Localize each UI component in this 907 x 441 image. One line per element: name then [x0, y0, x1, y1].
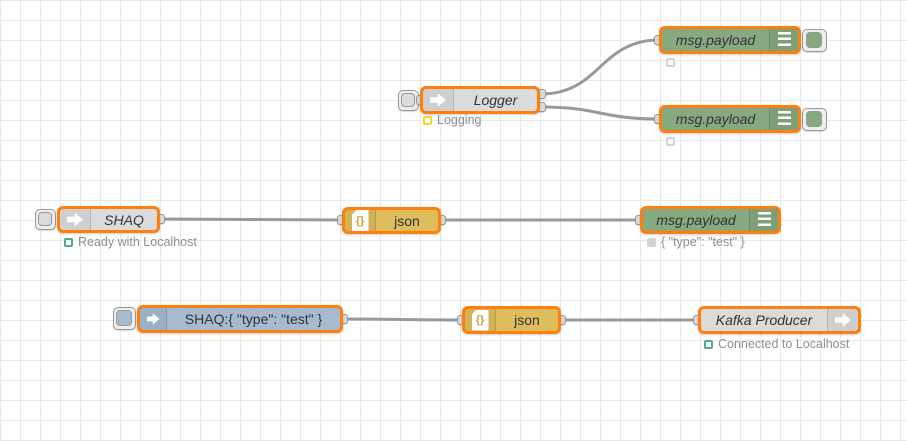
- status-gray-ring-icon: [666, 58, 675, 67]
- shaq-inject-button[interactable]: [35, 209, 56, 230]
- wire-inject-json2[interactable]: [341, 317, 464, 322]
- debug-list-icon: [757, 211, 771, 229]
- node-label: Logger: [473, 92, 518, 108]
- status-text: Ready with Localhost: [78, 235, 197, 249]
- inject-button-face: [116, 310, 132, 326]
- shaq-icon-region: [60, 209, 91, 230]
- logger-status: Logging: [423, 113, 482, 127]
- node-label: json: [394, 212, 420, 229]
- debug1-toggle-face: [806, 32, 822, 48]
- kafka-icon-region: [827, 309, 858, 331]
- debug1-toggle-button[interactable]: [802, 29, 827, 52]
- debug3-status: { "type": "test" }: [647, 235, 745, 249]
- node-shaq[interactable]: SHAQ: [57, 206, 160, 233]
- shaq-inject-button-face: [38, 212, 52, 226]
- logger-inject-button[interactable]: [398, 90, 419, 111]
- status-gray-ring-icon: [666, 137, 675, 146]
- logger-inject-button-face: [401, 93, 415, 107]
- node-debug-payload-3[interactable]: msg.payload: [640, 206, 781, 234]
- node-label: msg.payload: [675, 32, 756, 48]
- status-green-ring-icon: [64, 237, 73, 247]
- arrow-out-icon: [835, 313, 851, 327]
- inject-icon-region: [140, 308, 167, 330]
- node-kafka-producer[interactable]: Kafka Producer: [698, 306, 861, 334]
- shaq-status: Ready with Localhost: [64, 235, 197, 249]
- debug3-icon-region: [749, 209, 778, 231]
- arrow-in-icon: [67, 212, 83, 227]
- node-label: Kafka Producer: [715, 312, 813, 328]
- node-inject-shaq[interactable]: SHAQ:{ "type": "test" }: [137, 305, 343, 333]
- node-logger[interactable]: Logger: [420, 86, 540, 114]
- debug2-status: [666, 137, 675, 146]
- node-debug-payload-1[interactable]: msg.payload: [659, 26, 801, 54]
- kafka-status: Connected to Localhost: [704, 337, 849, 351]
- node-json-1[interactable]: {} json: [342, 207, 441, 234]
- json-file-icon: {}: [351, 210, 369, 231]
- node-label: msg.payload: [675, 111, 756, 127]
- json2-icon-region: {}: [465, 309, 496, 331]
- json-file-icon: {}: [471, 309, 489, 331]
- debug1-icon-region: [769, 29, 798, 51]
- debug1-status: [666, 58, 675, 67]
- arrow-in-icon: [146, 313, 160, 325]
- status-text: Connected to Localhost: [718, 337, 850, 351]
- node-debug-payload-2[interactable]: msg.payload: [659, 105, 801, 133]
- node-json-2[interactable]: {} json: [462, 306, 561, 334]
- wire-shaq-json1[interactable]: [158, 217, 344, 222]
- json1-icon-region: {}: [345, 210, 376, 231]
- arrow-in-icon: [430, 93, 446, 107]
- node-label: msg.payload: [656, 212, 736, 228]
- wire-logger-debug1[interactable]: [539, 38, 661, 96]
- inject-button[interactable]: [113, 307, 136, 330]
- node-label: SHAQ:{ "type": "test" }: [184, 311, 323, 327]
- status-text: Logging: [437, 113, 482, 127]
- debug-list-icon: [777, 110, 791, 128]
- node-label: json: [514, 312, 540, 328]
- debug2-toggle-face: [806, 111, 822, 127]
- debug2-icon-region: [769, 108, 798, 130]
- status-yellow-ring-icon: [423, 115, 432, 125]
- status-green-ring-icon: [704, 339, 713, 349]
- status-text: { "type": "test" }: [661, 235, 745, 249]
- logger-icon-region: [423, 89, 454, 111]
- wire-logger-debug2[interactable]: [539, 105, 661, 121]
- debug2-toggle-button[interactable]: [802, 108, 827, 131]
- status-gray-dot-icon: [647, 237, 656, 247]
- debug-list-icon: [777, 31, 791, 49]
- node-label: SHAQ: [104, 211, 144, 228]
